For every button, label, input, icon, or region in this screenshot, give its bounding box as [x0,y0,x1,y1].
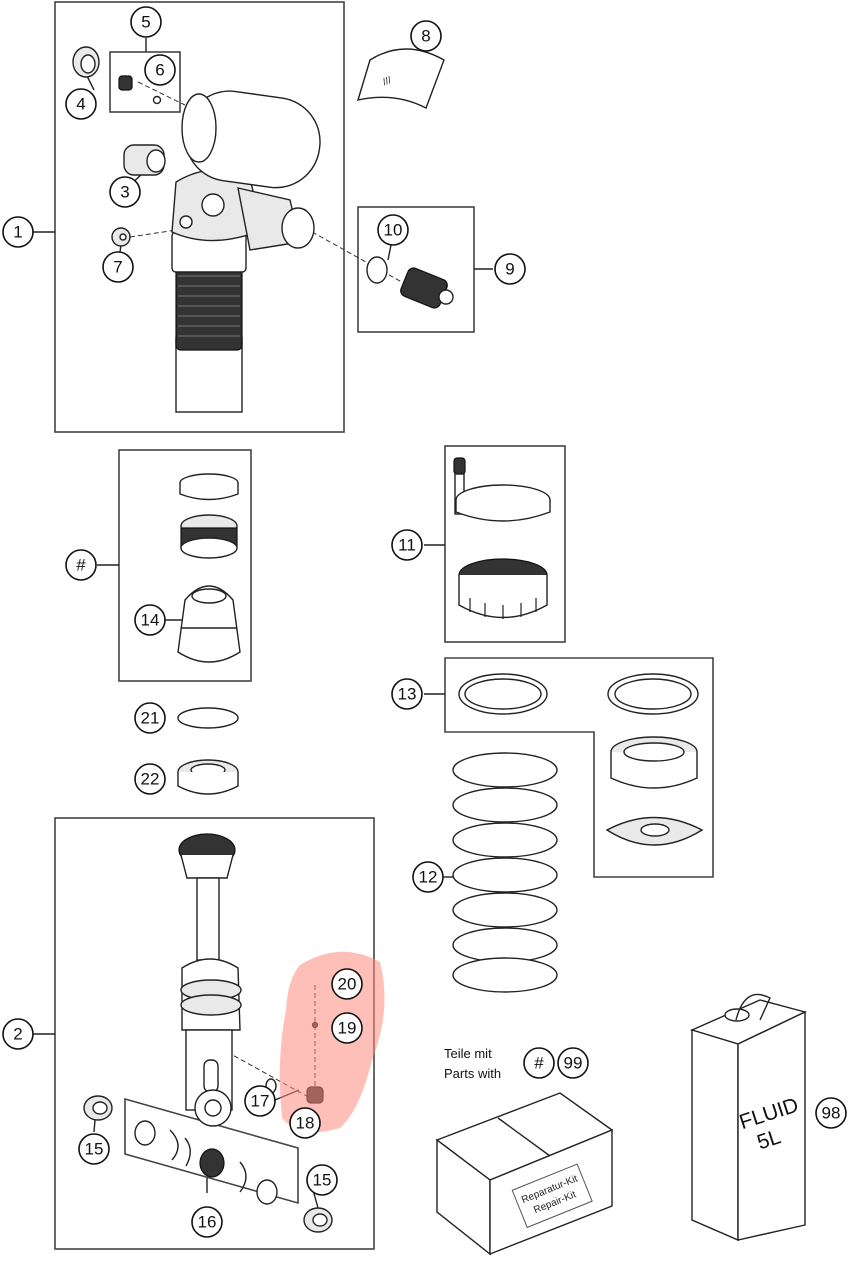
callout-18: 18 [289,1107,321,1139]
part-4-cap [72,46,100,78]
svg-text:12: 12 [419,868,438,887]
callout-22: 22 [134,763,166,795]
highlight-mark [279,951,385,1133]
svg-text:#: # [534,1054,544,1073]
svg-text:19: 19 [338,1019,357,1038]
callout-kit-hash: # [523,1047,555,1079]
svg-text:15: 15 [313,1171,332,1190]
group-frame-13 [444,657,714,878]
part-13-washers [458,673,704,846]
callout-19: 19 [331,1012,363,1044]
part-7-nut [111,227,131,247]
svg-text:13: 13 [398,685,417,704]
svg-text:14: 14 [141,611,160,630]
callout-10: 10 [377,214,409,246]
group-frame-16 [124,1097,299,1205]
part-12-spring [452,752,558,993]
svg-text:11: 11 [398,536,416,555]
callout-3: 3 [109,176,141,208]
svg-text:18: 18 [296,1114,315,1133]
part-11-adjuster-ring [453,457,551,619]
part-8-decal: /// [356,48,445,109]
callout-13: 13 [391,678,423,710]
callout-99: 99 [557,1047,589,1079]
svg-text:21: 21 [141,709,160,728]
svg-text:17: 17 [251,1092,270,1111]
svg-text:7: 7 [113,258,122,277]
svg-text:16: 16 [198,1213,217,1232]
callout-hash: # [65,549,97,581]
svg-text:22: 22 [141,770,160,789]
callout-12: 12 [412,861,444,893]
part-22-cap [177,759,239,795]
svg-text:9: 9 [505,260,514,279]
svg-text:///: /// [381,75,393,88]
part-9-valve [366,256,454,309]
callout-98: 98 [815,1097,847,1129]
svg-text:99: 99 [564,1054,583,1073]
svg-text:4: 4 [76,95,85,114]
callout-9: 9 [494,253,526,285]
callout-7: 7 [102,251,134,283]
part-hash-seal-head [180,514,238,559]
callout-1: 1 [2,216,34,248]
part-21-circlip [177,707,239,729]
repair-kit-box: Reparatur-Kit Repair-Kit [435,1092,614,1256]
callout-20: 20 [331,968,363,1000]
shock-body-illustration [171,90,321,413]
svg-text:5: 5 [141,13,150,32]
svg-text:15: 15 [85,1140,104,1159]
group-frame-1 [54,1,345,433]
callout-5: 5 [130,6,162,38]
svg-text:20: 20 [338,975,357,994]
kit-note-de: Teile mit [444,1046,492,1061]
svg-text:98: 98 [822,1104,841,1123]
fluid-can: FLUID 5L [689,993,808,1242]
part-15-bushing-right [303,1207,333,1233]
callout-17: 17 [244,1085,276,1117]
svg-text:1: 1 [13,223,22,242]
callout-6: 6 [144,54,176,86]
callout-8: 8 [410,20,442,52]
part-14-bumper [177,585,241,663]
callout-2: 2 [2,1018,34,1050]
callout-15-right: 15 [306,1164,338,1196]
group-frame-11 [444,445,566,643]
part-hash-ring-top [179,473,239,501]
svg-text:3: 3 [120,183,129,202]
svg-text:#: # [76,556,86,575]
part-16-seal-kit [134,1120,278,1205]
callout-14: 14 [134,604,166,636]
group-frame-5 [109,51,181,113]
svg-text:6: 6 [155,61,164,80]
part-6-screw [118,75,162,105]
part-2-damper-rod [178,833,242,1127]
callout-11: 11 [391,529,423,561]
callout-15-left: 15 [78,1133,110,1165]
svg-text:2: 2 [13,1025,22,1044]
callout-16: 16 [191,1206,223,1238]
callout-4: 4 [65,88,97,120]
kit-note-en: Parts with [444,1066,501,1081]
svg-text:8: 8 [421,27,430,46]
part-3-bushing [123,144,166,176]
part-15-bushing-left [83,1095,113,1121]
svg-text:10: 10 [384,221,403,240]
callout-21: 21 [134,702,166,734]
